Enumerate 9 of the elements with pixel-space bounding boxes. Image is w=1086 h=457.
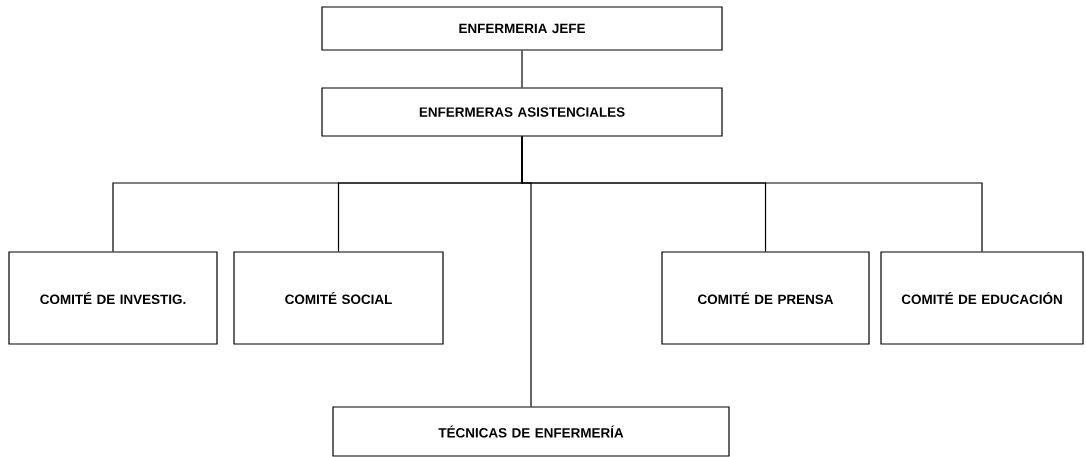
org-box: ENFERMERIA JEFE: [321, 6, 723, 51]
org-box: ENFERMERAS ASISTENCIALES: [321, 87, 723, 137]
org-box: TÉCNICAS DE ENFERMERÍA: [332, 406, 730, 457]
org-box: COMITÉ DE PRENSA: [661, 251, 870, 345]
connector-line: [521, 136, 532, 407]
org-box: COMITÉ DE EDUCACIÓN: [880, 251, 1084, 345]
org-box: COMITÉ DE INVESTIG.: [8, 251, 218, 345]
connector-line: [521, 50, 523, 88]
org-box: COMITÉ SOCIAL: [233, 251, 444, 345]
